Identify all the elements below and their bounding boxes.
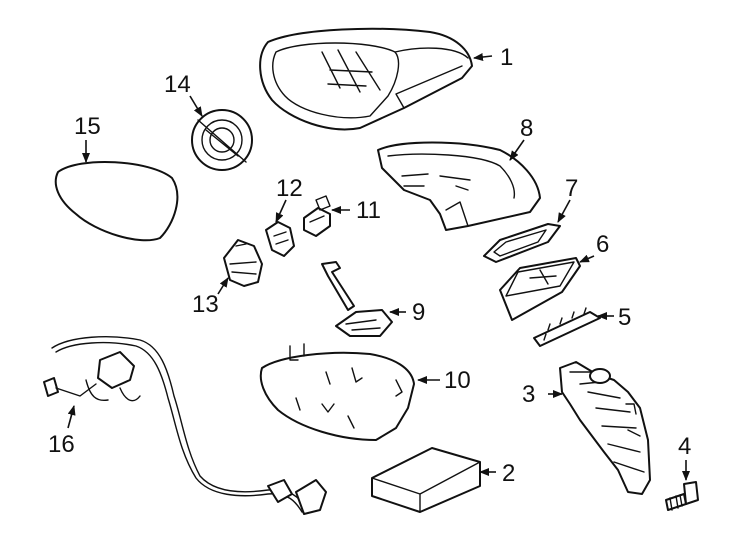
callout-9: 9 xyxy=(412,299,425,326)
callout-12: 12 xyxy=(276,175,303,202)
callout-2: 2 xyxy=(502,460,515,487)
callout-1: 1 xyxy=(500,44,513,71)
leader-14 xyxy=(189,95,203,117)
leader-1 xyxy=(473,53,493,61)
leader-7 xyxy=(557,199,571,223)
part-3-motor-assembly xyxy=(559,361,651,495)
part-1-mirror-housing xyxy=(259,27,473,131)
part-10-lower-cover xyxy=(259,343,415,441)
callout-3: 3 xyxy=(522,381,535,408)
part-12-clip xyxy=(265,221,295,257)
part-13-actuator xyxy=(223,239,263,287)
callout-10: 10 xyxy=(444,367,471,394)
callout-15: 15 xyxy=(74,113,101,140)
part-7-bezel xyxy=(483,223,561,263)
part-16-wiring-harness xyxy=(43,336,327,515)
part-2-pad-block xyxy=(371,447,481,513)
leader-8 xyxy=(509,139,525,161)
part-15-mirror-glass xyxy=(54,160,179,242)
callout-16: 16 xyxy=(48,431,75,458)
leader-13 xyxy=(217,277,229,295)
leader-lines xyxy=(67,53,690,481)
callout-11: 11 xyxy=(356,197,381,224)
callout-13: 13 xyxy=(192,291,219,318)
callout-6: 6 xyxy=(596,231,609,258)
part-5-lens-strip xyxy=(533,307,601,347)
callout-14: 14 xyxy=(164,71,191,98)
part-14-ring xyxy=(191,109,253,171)
part-9-mounting-plate xyxy=(321,261,393,337)
leader-16 xyxy=(67,405,76,429)
leader-6 xyxy=(579,254,595,263)
part-6-signal-lamp xyxy=(499,257,581,321)
callout-7: 7 xyxy=(565,175,578,202)
part-4-screw xyxy=(665,481,699,511)
part-11-connector xyxy=(303,195,331,237)
part-8-upper-cover xyxy=(377,141,541,231)
leader-12 xyxy=(275,199,287,223)
callout-5: 5 xyxy=(618,304,631,331)
callout-labels: 1 2 3 4 5 6 7 8 9 10 11 12 13 14 15 16 xyxy=(48,44,691,487)
callout-8: 8 xyxy=(520,115,533,142)
callout-4: 4 xyxy=(678,433,691,460)
